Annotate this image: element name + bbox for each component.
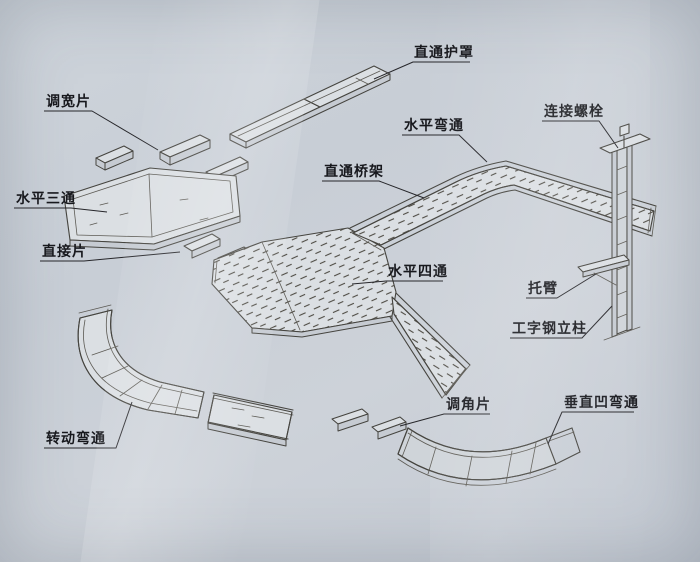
leader-width-adjust-piece [44, 111, 158, 150]
label-bracket-arm: 托臂 [528, 280, 558, 296]
label-straight-connect-piece: 直接片 [42, 243, 87, 259]
tee-speckles [90, 199, 208, 225]
label-straight-cover: 直通护罩 [414, 44, 474, 60]
leader-straight-connect-piece [40, 252, 180, 261]
label-rotating-elbow: 转动弯通 [46, 430, 106, 446]
leader-bracket-arm [526, 274, 596, 298]
column-ties [617, 166, 627, 318]
trough-ribs [428, 443, 536, 486]
elbow-ribs [92, 346, 182, 414]
angle-adjuster-pieces [332, 409, 406, 439]
connecting-bolt-part [600, 124, 650, 153]
bracket-arm-part [578, 255, 629, 285]
horizontal-cross-part [212, 228, 396, 337]
leader-rotating-elbow [44, 402, 132, 448]
leader-straight-tray [322, 181, 424, 198]
rotating-elbow-part [78, 305, 204, 418]
label-vertical-concave-elbow: 垂直凹弯通 [564, 394, 639, 410]
piece-speckles [232, 408, 264, 427]
label-connecting-bolt: 连接螺栓 [544, 103, 604, 119]
label-i-beam-column: 工字钢立柱 [512, 320, 587, 336]
label-horizontal-cross: 水平四通 [388, 263, 448, 279]
bottom-straight-piece [208, 393, 293, 446]
leader-horizontal-elbow [402, 135, 487, 162]
leader-vertical-concave-elbow [548, 412, 634, 444]
width-adjuster-pieces [96, 135, 248, 184]
leader-angle-adjust-piece [400, 414, 490, 426]
label-horizontal-tee: 水平三通 [16, 190, 76, 206]
label-angle-adjust-piece: 调角片 [446, 396, 491, 412]
leader-straight-cover [374, 62, 470, 79]
leader-lines [14, 62, 634, 448]
leader-connecting-bolt [542, 121, 618, 148]
horizontal-tee-part [64, 168, 240, 250]
label-horizontal-elbow: 水平弯通 [404, 117, 464, 133]
straight-cover-part [230, 66, 390, 148]
vertical-concave-elbow-part [398, 428, 580, 486]
labels: 直通护罩 调宽片 水平弯通 连接螺栓 直通桥架 水平三通 直接片 水平四通 托臂… [16, 44, 639, 446]
leader-i-beam-column [510, 306, 612, 338]
lower-tray-run [390, 293, 470, 398]
i-beam-column-part [578, 124, 650, 340]
leader-horizontal-tee [14, 208, 107, 212]
label-width-adjust-piece: 调宽片 [46, 93, 91, 109]
straight-tray-run [350, 161, 656, 249]
label-straight-tray: 直通桥架 [324, 163, 384, 179]
leader-horizontal-cross [352, 281, 443, 284]
